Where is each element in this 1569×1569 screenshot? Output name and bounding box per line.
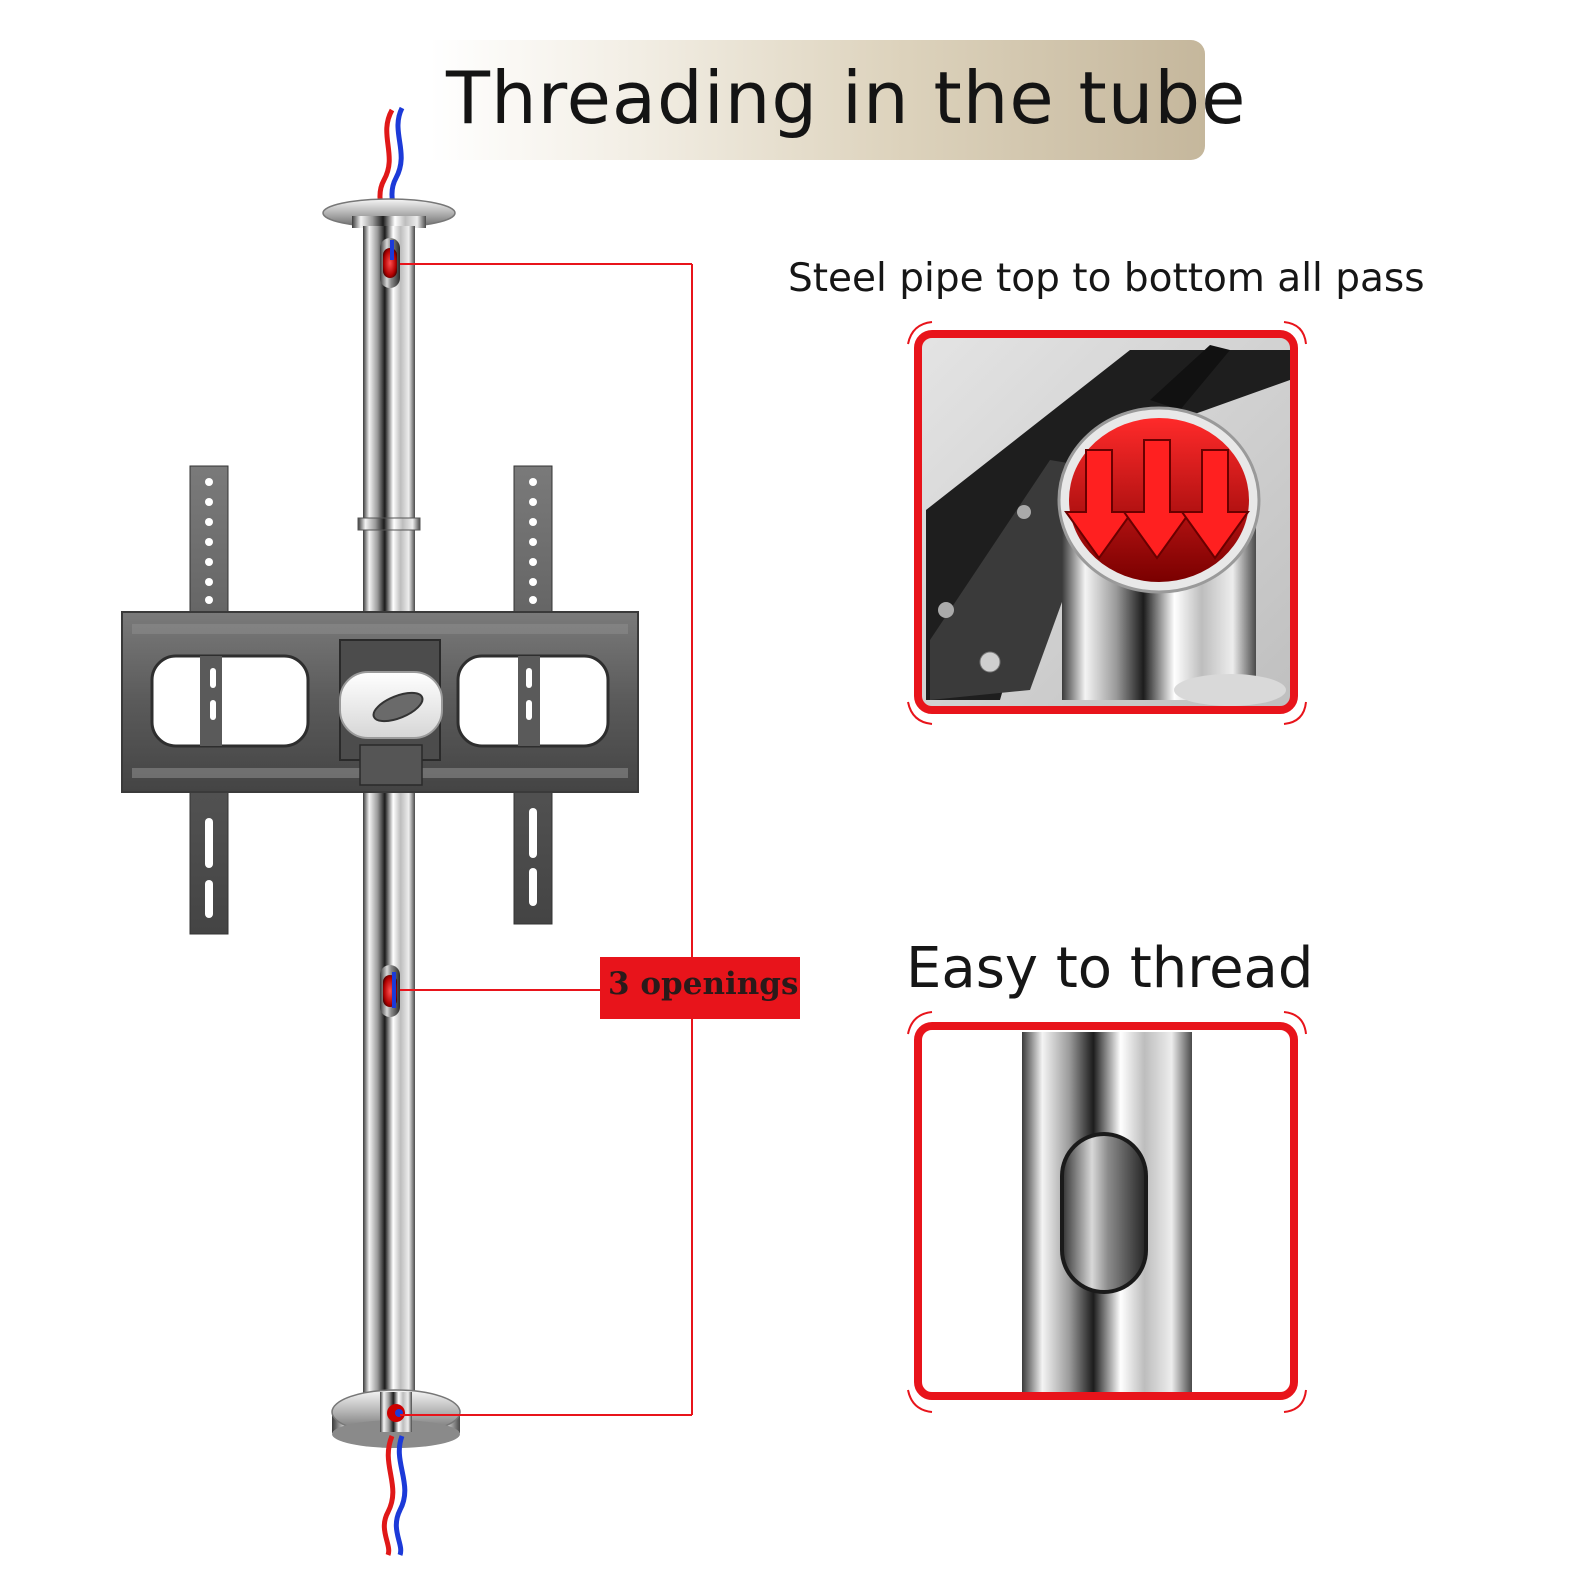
pipe-through-photo (907, 321, 1307, 725)
opening-middle (380, 965, 400, 1017)
openings-callout (600, 957, 800, 1019)
cable-red-icon (381, 1435, 396, 1556)
pipe-through-caption: Steel pipe top to bottom all pass (788, 256, 1425, 301)
callout-lines (400, 263, 693, 1416)
cable-blue-icon (393, 1435, 408, 1556)
top-flange (322, 198, 456, 228)
easy-thread-caption: Easy to thread (906, 936, 1314, 1001)
cable-bottom (381, 1435, 408, 1556)
page-title: Threading in the tube (446, 56, 1247, 140)
pole-clamp (339, 671, 443, 786)
opening-top (380, 238, 400, 288)
steel-pole (363, 226, 415, 1426)
bottom-flange (331, 1389, 461, 1448)
title-banner (430, 40, 1205, 160)
openings-callout-label: 3 openings (608, 966, 799, 1002)
slot-opening-photo (907, 1011, 1307, 1413)
down-arrow-icon (1064, 439, 1250, 560)
